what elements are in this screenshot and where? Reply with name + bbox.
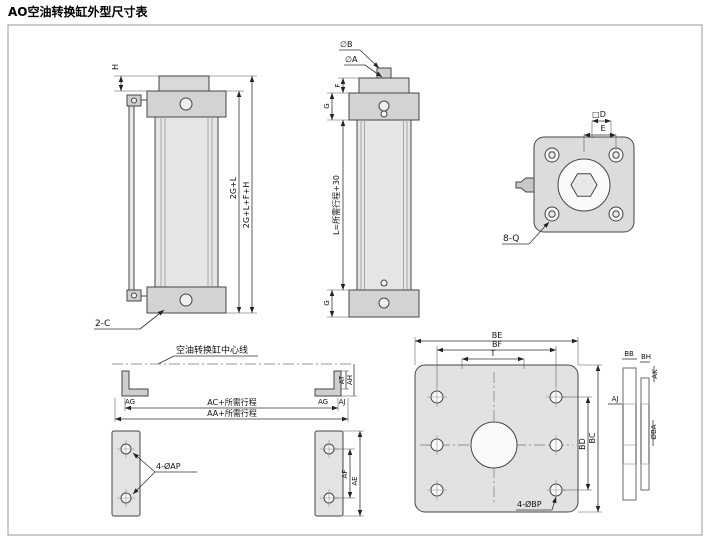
foot-plate-left xyxy=(111,430,141,517)
section-view: BB BH AK AJ ØBA xyxy=(608,350,659,501)
top-view: □D E 8-Q xyxy=(502,110,635,245)
dim-label-aj-mount: AJ xyxy=(339,398,346,406)
dim-label-ac: AC+所需行程 xyxy=(207,397,257,407)
top-port xyxy=(179,97,193,111)
dim-label-ah: AH xyxy=(346,375,354,385)
dim-label-be: BE xyxy=(492,331,503,340)
port-stub xyxy=(376,67,392,79)
dim-label-bd: BD xyxy=(578,438,587,450)
dim-label-ae: AE xyxy=(351,476,359,485)
dim-label-e: E xyxy=(600,124,605,133)
centerline-callout: 空油转换缸中心线 xyxy=(176,344,248,356)
foot-plate-right xyxy=(314,430,344,517)
hex-socket xyxy=(570,173,598,197)
cylinder-body xyxy=(154,116,219,288)
holes-callout-4bp: 4-ØBP xyxy=(517,499,542,509)
bracket-left xyxy=(121,370,149,397)
top-plate xyxy=(158,75,210,92)
dim-label-f: F xyxy=(334,83,342,87)
dim-label-aj-section: AJ xyxy=(612,395,619,403)
front-view: H 2G+L 2G+L+F+H 2-C xyxy=(94,64,257,330)
foot-plates: 4-ØAP AF AE xyxy=(111,430,364,517)
dim-label-bh: BH xyxy=(641,353,651,361)
dim-label-bb: BB xyxy=(624,350,634,358)
holes-callout-4ap: 4-ØAP xyxy=(156,461,181,471)
dim-label-2g-l-f-h: 2G+L+F+H xyxy=(242,182,251,228)
dim-label-g-top: G xyxy=(323,103,331,108)
dim-label-ba: ØBA xyxy=(650,424,658,439)
page-title: AO空油转换缸外型尺寸表 xyxy=(8,5,148,19)
base-plate-holes xyxy=(427,387,566,500)
dim-label-ak: AK xyxy=(651,369,659,379)
dia-a-label: ∅A xyxy=(345,55,358,64)
dim-label-t: T xyxy=(490,349,496,358)
tube-fitting-bottom xyxy=(131,292,137,299)
dim-label-stroke: L=所需行程+30 xyxy=(331,175,341,235)
dim-label-at: AT xyxy=(338,375,346,384)
mounting-view: 空油转换缸中心线 AT AH AG AG AJ AC+所需行程 xyxy=(112,344,357,422)
dim-label-bc: BC xyxy=(588,432,597,443)
side-fitting xyxy=(515,177,535,193)
base-plate: BE BF T BD BC 4-ØBP xyxy=(414,331,602,513)
dim-label-d: □D xyxy=(592,110,606,119)
dim-label-h: H xyxy=(111,64,120,70)
dia-b-label: ∅B xyxy=(340,40,352,49)
bottom-port xyxy=(179,293,193,307)
port-callout-2c: 2-C xyxy=(95,319,110,329)
side-view: ∅B ∅A F G L=所需行程+30 G xyxy=(323,40,420,318)
dim-label-af: AF xyxy=(341,470,349,479)
dim-label-bf: BF xyxy=(492,340,502,349)
dim-label-ag-left: AG xyxy=(125,398,135,406)
base-plate-bore xyxy=(470,421,518,469)
dim-label-g-bottom: G xyxy=(323,300,331,305)
dim-label-ag-right: AG xyxy=(318,398,328,406)
holes-callout-8q: 8-Q xyxy=(503,234,519,244)
tube-fitting-top xyxy=(131,97,137,104)
dim-label-2g-l: 2G+L xyxy=(229,176,238,199)
dim-label-aa: AA+所需行程 xyxy=(207,408,257,418)
